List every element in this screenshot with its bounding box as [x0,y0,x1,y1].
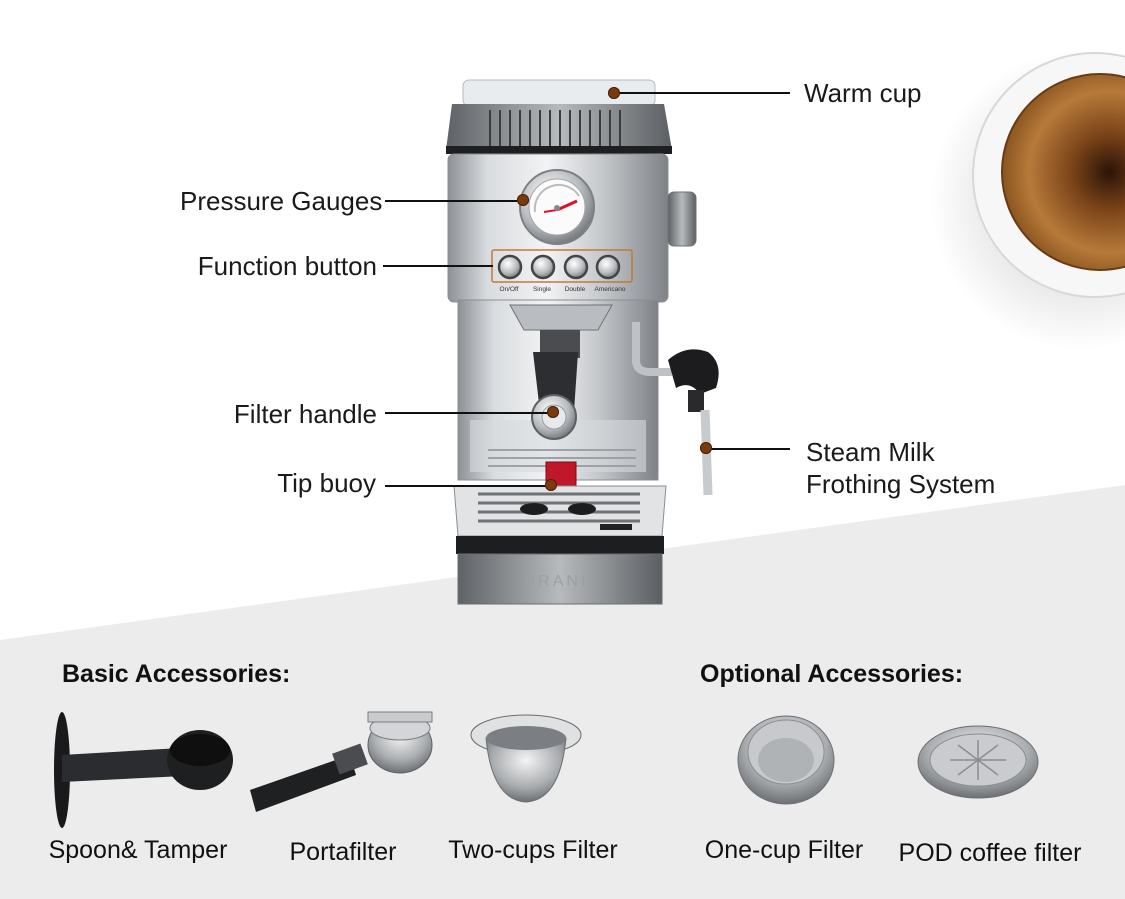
button-label-single: Single [533,286,551,293]
accessory-label-one-cup-filter: One-cup Filter [704,836,864,864]
leader-dot-pressure-gauges [517,194,529,206]
leader-dot-warm-cup [608,87,620,99]
callout-function-button: Function button [197,251,377,281]
button-label-double: Double [565,286,586,293]
leader-tip-buoy [385,485,550,487]
leader-filter-handle [385,412,553,414]
accessory-label-pod-filter: POD coffee filter [898,839,1082,867]
leader-function-button [383,265,493,267]
accessory-label-two-cups-filter: Two-cups Filter [448,836,618,864]
accessory-label-spoon-tamper: Spoon& Tamper [48,836,228,864]
callout-tip-buoy: Tip buoy [277,468,376,498]
callout-pressure-gauges: Pressure Gauges [180,186,383,216]
button-label-onoff: On/Off [499,286,518,293]
leader-steam-wand [706,448,790,450]
callout-warm-cup: Warm cup [804,78,922,108]
leader-warm-cup [614,92,790,94]
leader-dot-filter-handle [547,406,559,418]
callout-steam-line1: Steam Milk [806,437,935,467]
leader-dot-steam-wand [700,442,712,454]
section-title-basic: Basic Accessories: [62,660,291,688]
leader-dot-tip-buoy [545,479,557,491]
callout-filter-handle: Filter handle [233,399,377,429]
button-label-americano: Americano [594,286,625,293]
accessory-label-portafilter: Portafilter [289,838,397,866]
section-title-optional: Optional Accessories: [700,660,964,688]
callout-steam-line2: Frothing System [806,469,996,499]
brand-mark: BRAND [524,573,595,590]
leader-pressure-gauges [385,200,523,202]
